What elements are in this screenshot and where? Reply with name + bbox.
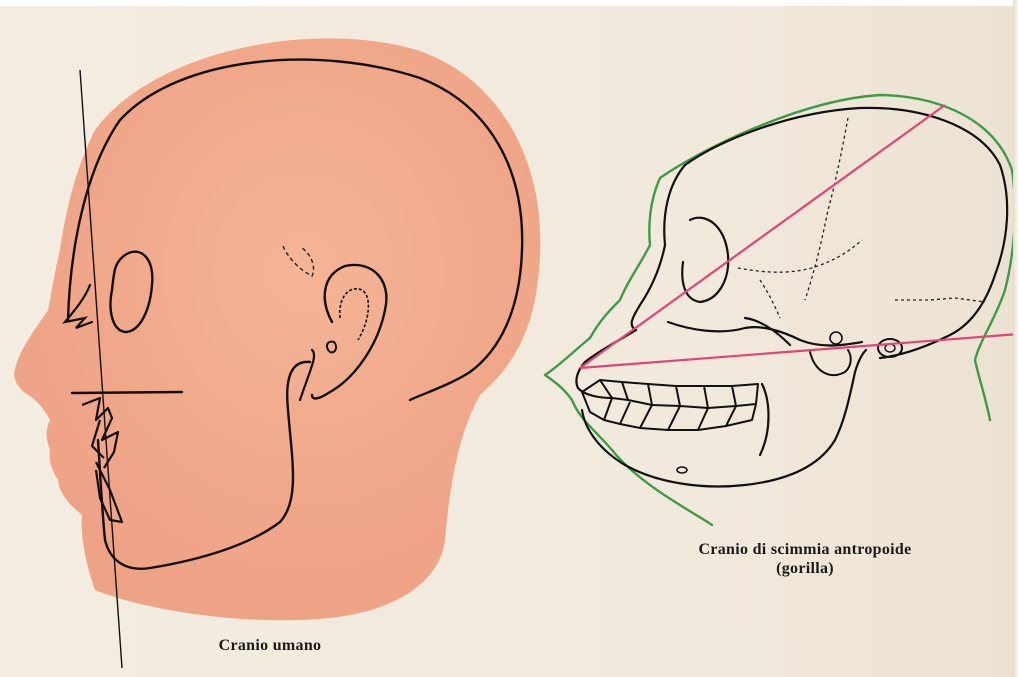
scan-border-right (1013, 0, 1019, 677)
gorilla-skull (545, 95, 1019, 525)
gorilla-teeth (582, 380, 758, 430)
gorilla-caption-line1: Cranio di scimmia antropoide (640, 540, 970, 559)
gorilla-caption-line2: (gorilla) (640, 559, 970, 578)
gorilla-brow-ridge (632, 245, 665, 330)
gorilla-ear-opening (878, 339, 902, 357)
gorilla-condyle (830, 332, 842, 344)
gorilla-parietal-mark (760, 280, 780, 318)
gorilla-occipital-suture (895, 298, 985, 302)
gorilla-mandible (582, 350, 866, 486)
gorilla-zygomatic-lower (745, 318, 790, 345)
human-head-silhouette (14, 38, 540, 620)
gorilla-mastoid (810, 350, 851, 375)
human-skull-caption: Cranio umano (170, 637, 370, 655)
gorilla-skull-caption: Cranio di scimmia antropoide (gorilla) (640, 540, 970, 578)
gorilla-mandible-ramus (760, 384, 769, 455)
human-upper-jaw-line (72, 392, 182, 393)
gorilla-coronal-suture (805, 118, 848, 300)
gorilla-temporal-suture (738, 240, 862, 272)
gorilla-mental-foramen (677, 467, 687, 473)
human-head (14, 38, 540, 668)
gorilla-soft-tissue-outline (545, 95, 1015, 525)
